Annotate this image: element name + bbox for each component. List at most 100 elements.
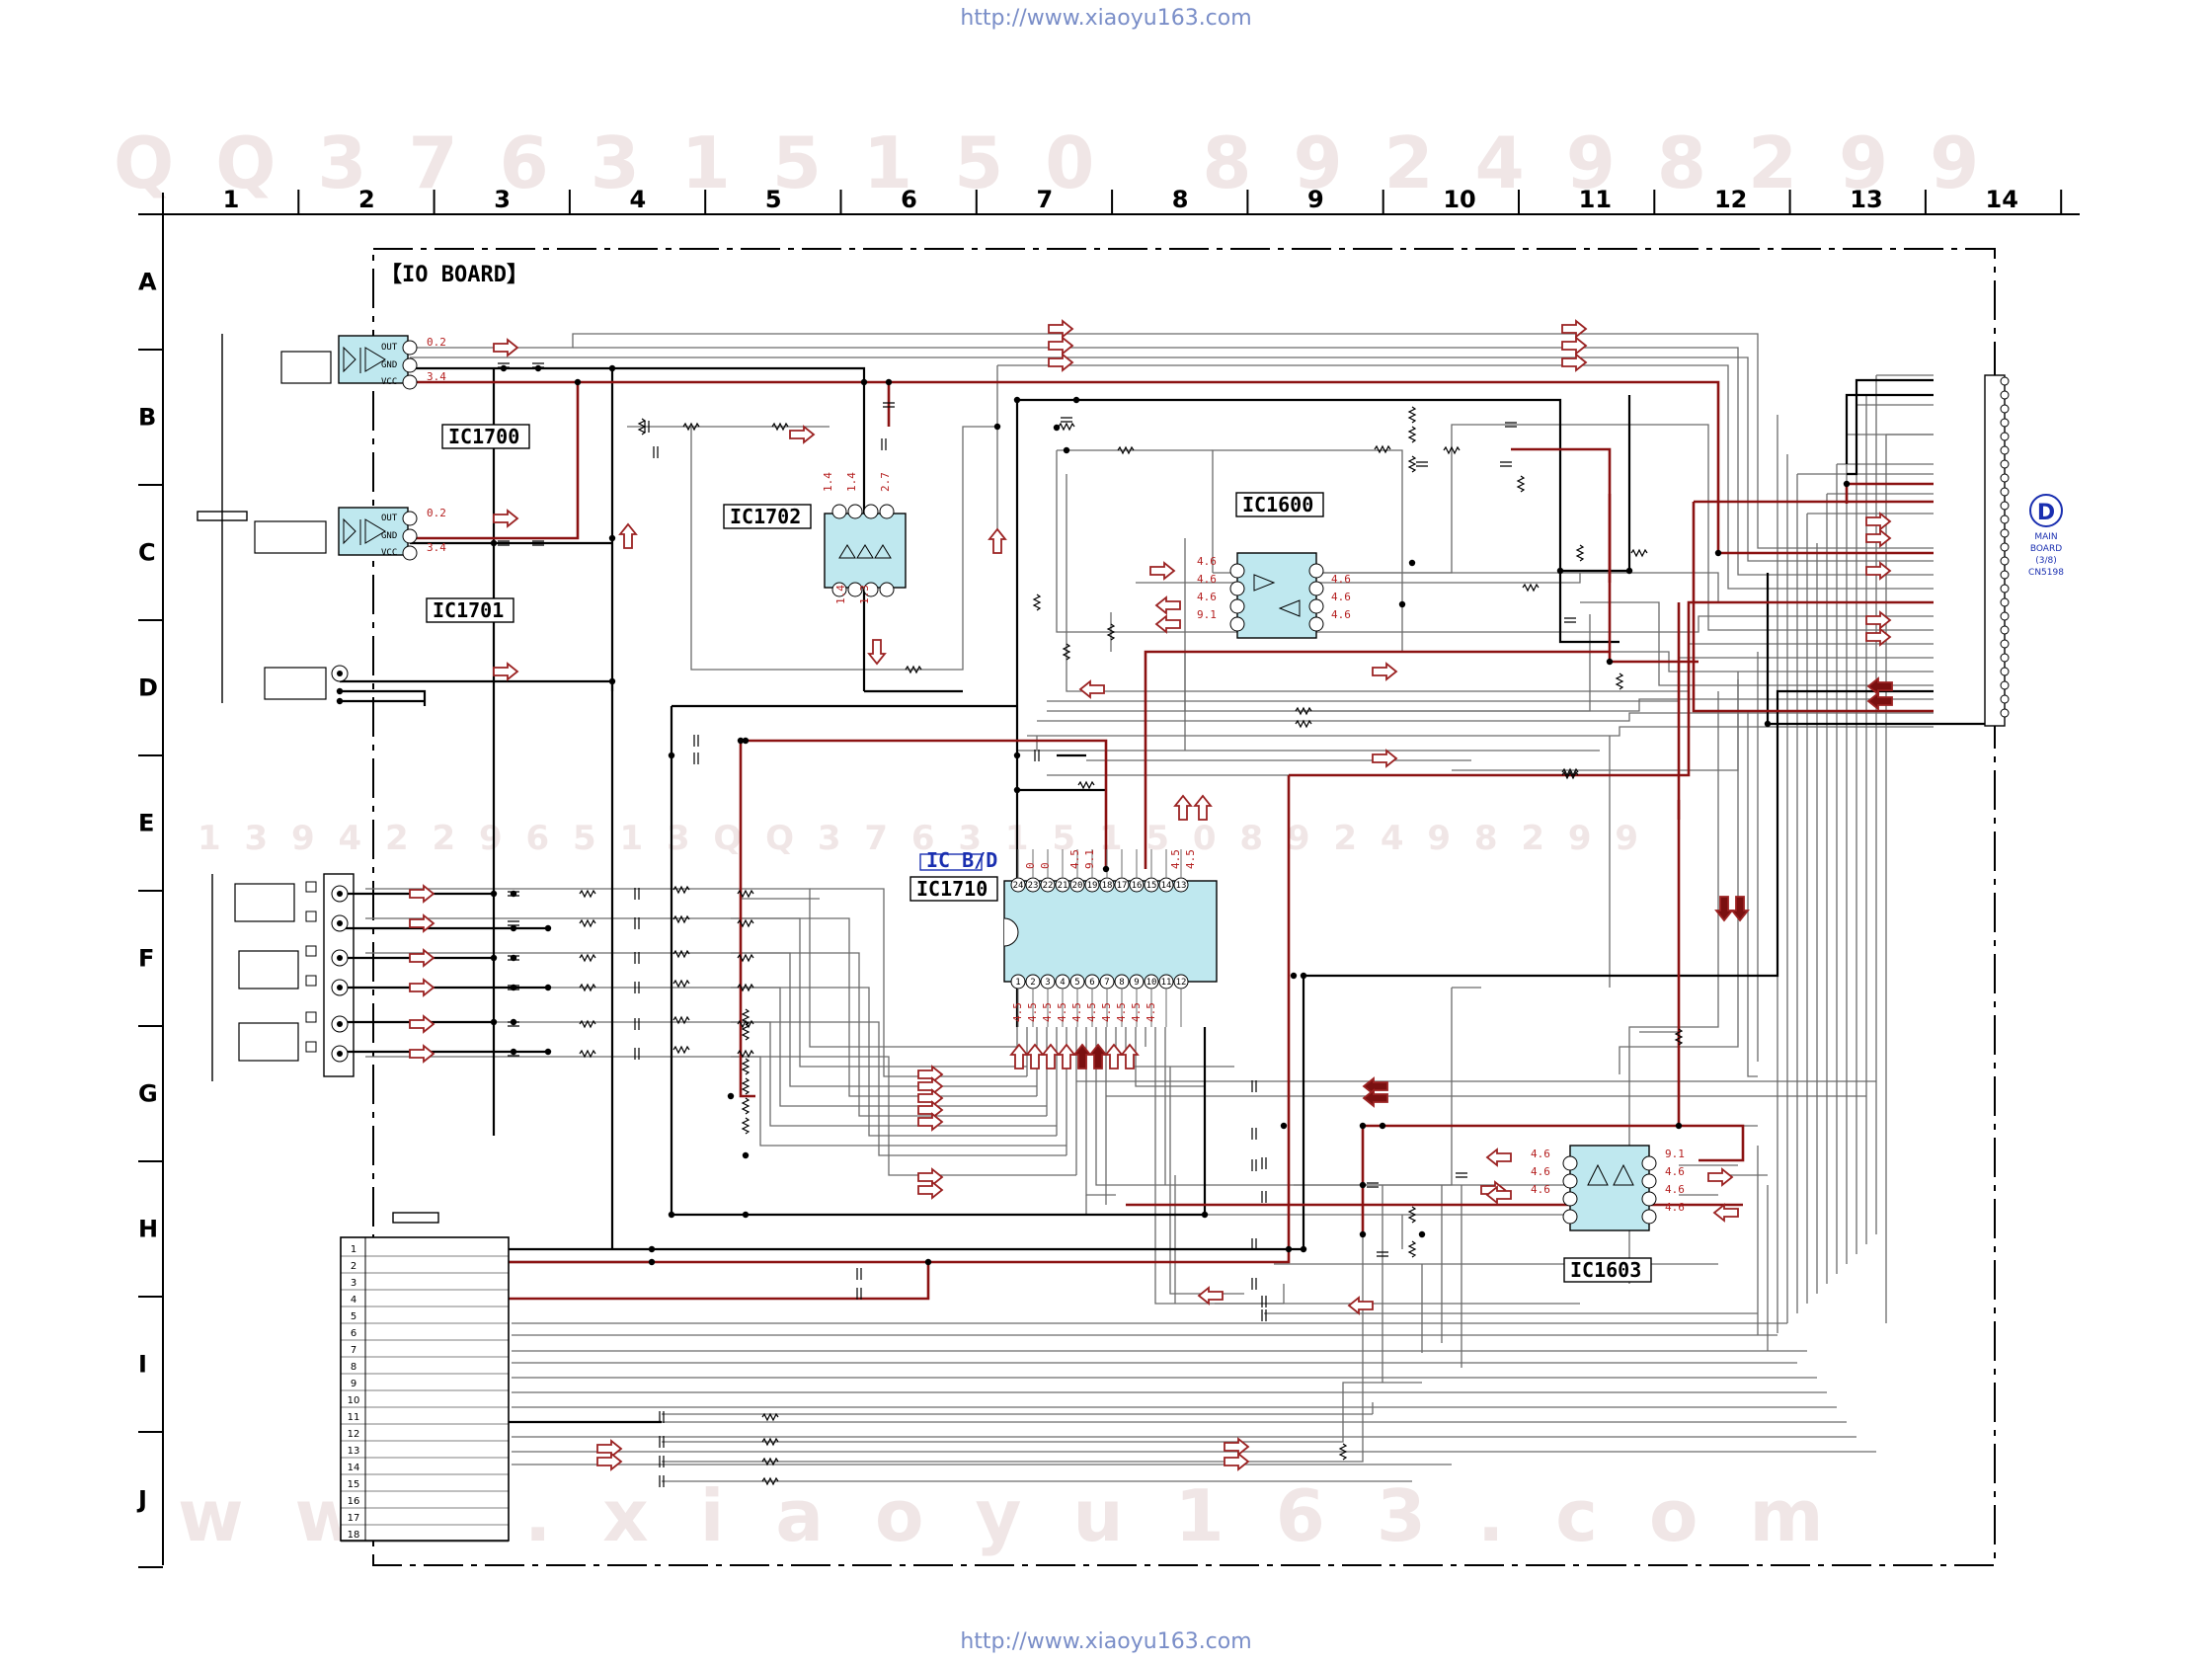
jack-center xyxy=(337,955,343,961)
connector-pin-number: 9 xyxy=(351,1379,356,1389)
capacitor xyxy=(1367,1182,1379,1188)
ic1710-pin-number: 24 xyxy=(1013,881,1024,891)
signal-arrow xyxy=(493,338,519,357)
source-url-bottom[interactable]: http://www.xiaoyu163.com xyxy=(960,1629,1252,1654)
signal-arrow xyxy=(1009,1043,1029,1069)
ic1710-top-voltage: 0 xyxy=(1024,862,1037,869)
junction-dot xyxy=(1359,1230,1367,1238)
signal-arrow xyxy=(1104,1043,1124,1069)
ic1710-top-voltage: 4.5 xyxy=(1184,849,1197,869)
edge-pin xyxy=(2000,404,2010,414)
signal-arrow xyxy=(1154,595,1181,615)
svg-text:0.2: 0.2 xyxy=(427,336,446,349)
svg-text:(3/8): (3/8) xyxy=(2035,556,2057,566)
edge-pin xyxy=(2000,694,2010,704)
edge-pin xyxy=(2000,611,2010,621)
signal-arrow xyxy=(917,1088,944,1108)
connector-pin-number: 11 xyxy=(348,1412,360,1423)
capacitor xyxy=(883,402,895,408)
junction-dot xyxy=(742,1211,750,1219)
ic1710-bottom-voltage: 4.5 xyxy=(1070,1002,1083,1022)
junction-dots xyxy=(336,364,1851,1266)
resistor xyxy=(761,1437,779,1447)
junction-dot xyxy=(648,1245,656,1253)
ic1600[interactable] xyxy=(1229,552,1324,639)
ic1603[interactable] xyxy=(1562,1145,1657,1231)
column-label: 6 xyxy=(901,186,917,213)
connector-pin-number: 1 xyxy=(351,1244,356,1255)
junction-dot xyxy=(737,737,745,745)
resistor xyxy=(672,885,690,895)
ic1710-pin-number: 5 xyxy=(1074,978,1079,988)
column-label: 9 xyxy=(1307,186,1324,213)
ic1710-pin-number: 4 xyxy=(1060,978,1065,988)
junction-dot xyxy=(1300,1245,1307,1253)
capacitor xyxy=(653,446,659,458)
signal-arrow xyxy=(917,1076,944,1096)
signal-arrow xyxy=(1224,1437,1250,1457)
ic1710-pin-number: 6 xyxy=(1089,978,1094,988)
resistor xyxy=(1295,719,1312,729)
ic1603-label: IC1603 xyxy=(1570,1258,1641,1282)
capacitor xyxy=(634,1018,640,1030)
jack-switch xyxy=(305,945,317,957)
ic1710-bottom-voltage: 4.5 xyxy=(1011,1002,1024,1022)
edge-pin xyxy=(2000,680,2010,690)
svg-text:9.1: 9.1 xyxy=(1665,1148,1685,1160)
jack-switch xyxy=(305,1011,317,1023)
resistor xyxy=(761,1457,779,1466)
connector-pin-number: 8 xyxy=(351,1362,356,1373)
ic1702[interactable] xyxy=(824,504,907,597)
jack-center xyxy=(337,920,343,926)
junction-dot xyxy=(490,890,498,898)
junction-dot xyxy=(1359,1181,1367,1189)
svg-text:1.4: 1.4 xyxy=(845,472,858,492)
svg-text:0.2: 0.2 xyxy=(427,507,446,519)
junction-dot xyxy=(490,1018,498,1026)
ic1701-sensor[interactable] xyxy=(254,507,418,561)
capacitor xyxy=(693,752,699,764)
edge-pin xyxy=(2000,487,2010,497)
signal-arrow xyxy=(1088,1043,1108,1069)
capacitor xyxy=(1251,1238,1257,1250)
junction-dot xyxy=(993,423,1001,431)
column-label: 8 xyxy=(1172,186,1189,213)
bottom-connector[interactable] xyxy=(340,1236,510,1542)
jack-center xyxy=(337,1021,343,1027)
junction-dot xyxy=(648,1258,656,1266)
edge-pin xyxy=(2000,653,2010,663)
resistor xyxy=(1117,445,1135,455)
junction-dot xyxy=(1675,1122,1683,1130)
ic1603-voltages: 4.6 4.6 4.6 9.1 4.6 4.6 4.6 xyxy=(1531,1148,1685,1214)
signal-arrow xyxy=(917,1065,944,1084)
ic1710-pin-number: 17 xyxy=(1117,881,1128,891)
ic1702-label: IC1702 xyxy=(730,505,801,528)
junction-dot xyxy=(544,984,552,991)
capacitor xyxy=(1456,1172,1467,1178)
signal-arrow xyxy=(1347,1296,1374,1315)
junction-dot xyxy=(510,984,517,991)
junction-dot xyxy=(336,687,344,695)
input-jacks[interactable] xyxy=(234,873,355,1077)
svg-text:1.3: 1.3 xyxy=(858,585,871,604)
capacitor xyxy=(498,540,510,546)
column-label: 11 xyxy=(1579,186,1612,213)
column-label: 12 xyxy=(1714,186,1747,213)
ic1700-sensor[interactable] xyxy=(280,335,418,390)
signal-arrow xyxy=(1048,319,1074,339)
ic1710-pin-number: 10 xyxy=(1146,978,1157,988)
signal-arrow xyxy=(1561,319,1588,339)
left-jack[interactable] xyxy=(264,665,349,700)
resistor xyxy=(672,979,690,989)
main-board-reference[interactable]: D MAIN BOARD (3/8) CN5198 xyxy=(2028,494,2064,578)
edge-pin xyxy=(2000,376,2010,386)
svg-text:4.6: 4.6 xyxy=(1331,573,1351,586)
signal-arrow xyxy=(409,884,435,904)
junction-dot xyxy=(1418,1230,1426,1238)
resistor xyxy=(1407,1206,1417,1224)
signal-arrow xyxy=(1120,1043,1140,1069)
source-url-top[interactable]: http://www.xiaoyu163.com xyxy=(960,6,1252,31)
row-label: C xyxy=(138,539,156,567)
ic1710[interactable] xyxy=(1003,880,1218,983)
